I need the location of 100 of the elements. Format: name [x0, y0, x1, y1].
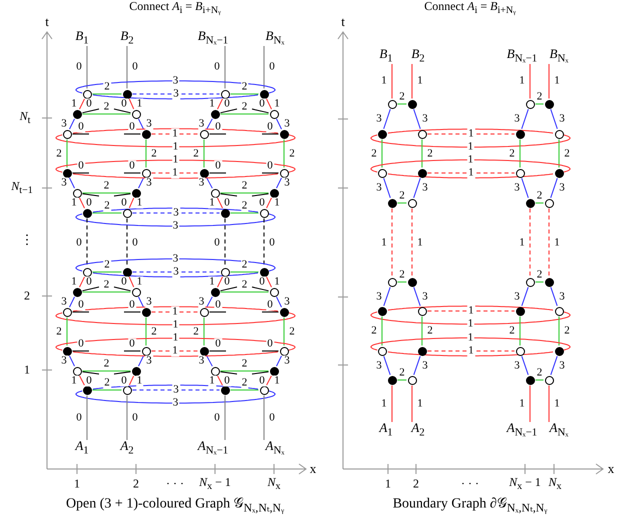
loop-edge-ellipse: [370, 159, 570, 178]
open-vertex: [388, 278, 396, 286]
filled-vertex: [132, 366, 140, 376]
open-vertex: [516, 168, 524, 178]
edge-line: [521, 108, 529, 130]
dashed-edge-line: [548, 208, 550, 277]
open-vertex: [62, 130, 72, 138]
half-edge-line: [114, 108, 132, 114]
edge-label: 2: [102, 102, 110, 112]
half-edge-line: [252, 193, 270, 196]
edge-label: 0: [131, 62, 139, 73]
open-vertex: [516, 346, 524, 356]
edge-label: 0: [75, 237, 83, 248]
loop-edge-ellipse: [370, 128, 570, 148]
edge-label: 2: [240, 358, 248, 370]
edge-label: 2: [102, 358, 110, 370]
edge-line: [383, 286, 391, 306]
filled-vertex: [388, 376, 396, 384]
edge-label: 0: [75, 412, 83, 424]
edge-label: 3: [558, 291, 566, 302]
edge-label: 1: [70, 98, 78, 110]
half-edge-line: [209, 350, 226, 352]
tick-label: ⋮: [20, 232, 34, 248]
edge-line: [276, 355, 282, 367]
edge-line: [276, 177, 282, 189]
half-edge-line: [124, 350, 141, 352]
edge-line: [206, 296, 213, 308]
boundary-label: B$_{1}$: [75, 28, 89, 48]
open-vertex: [408, 376, 416, 384]
edge-label: 2: [103, 200, 111, 212]
filled-vertex: [516, 306, 524, 316]
edge-line: [550, 356, 558, 376]
filled-vertex: [554, 168, 564, 178]
edge-label: 1: [208, 276, 216, 288]
edge-label: 0: [214, 338, 222, 350]
edge-label: 2: [563, 148, 571, 159]
edge-label: 2: [150, 148, 158, 159]
edge-line: [558, 139, 560, 168]
edge-label: 1: [466, 332, 474, 344]
filled-vertex: [62, 346, 72, 356]
edge-line: [206, 118, 213, 130]
loop-edge-ellipse: [76, 384, 276, 404]
edge-label: 0: [85, 276, 93, 288]
edge-label: 3: [558, 360, 566, 371]
edge-label: 0: [266, 160, 274, 172]
open-vertex: [544, 198, 554, 208]
edge-label: 0: [77, 338, 85, 350]
edge-label: 0: [213, 62, 221, 73]
edge-line: [92, 212, 122, 214]
edge-label: 2: [536, 270, 544, 280]
half-edge-line: [72, 172, 90, 174]
edge-label: 3: [421, 182, 429, 194]
edge-label: 1: [136, 276, 144, 288]
boundary-label: A$_{1}$: [379, 420, 393, 440]
tick-label: 1: [74, 477, 80, 491]
filled-vertex: [544, 278, 554, 286]
loop-edge-ellipse: [55, 160, 296, 179]
edge-label: 1: [467, 128, 475, 140]
filled-vertex: [544, 100, 554, 108]
edge-label: 0: [128, 338, 136, 350]
tick-label: · · ·: [461, 477, 479, 491]
tick-label: 1: [24, 363, 30, 377]
open-vertex: [270, 288, 278, 296]
open-vertex: [210, 366, 220, 376]
open-vertex: [220, 268, 230, 276]
half-edge-line: [82, 193, 100, 196]
edge-label: 1: [553, 237, 561, 248]
edge-label: 0: [128, 122, 136, 132]
edge-label: 1: [70, 276, 78, 288]
boundary-label: A$_{Nₓ−1}$: [506, 420, 538, 440]
edge-line: [79, 98, 85, 110]
edge-label: 2: [192, 326, 200, 337]
open-vertex: [82, 268, 92, 276]
edge-label: 3: [283, 178, 291, 188]
edge-label: 0: [213, 412, 221, 424]
loop-edge-ellipse: [55, 338, 296, 357]
filled-vertex: [260, 268, 268, 276]
edge-line: [383, 108, 391, 130]
edge-label: 3: [60, 178, 68, 188]
edge-line: [79, 197, 85, 209]
filled-vertex: [280, 130, 288, 138]
open-vertex: [418, 306, 426, 316]
axis-label: t: [341, 14, 345, 30]
filled-vertex: [554, 346, 564, 356]
edge-label: 0: [120, 276, 128, 288]
edge-line: [66, 317, 68, 346]
open-vertex: [280, 346, 288, 356]
half-edge-line: [82, 286, 100, 292]
tick-label: 1: [385, 477, 391, 491]
edge-line: [558, 316, 560, 346]
filled-vertex: [72, 288, 82, 296]
half-edge-line: [114, 193, 132, 196]
edge-label: 3: [283, 356, 291, 366]
half-edge-line: [262, 172, 279, 174]
edge-label: 1: [172, 319, 180, 330]
edge-label: 0: [214, 122, 222, 132]
edge-line: [548, 385, 550, 422]
filled-vertex: [122, 90, 132, 98]
edge-line: [224, 46, 226, 89]
axis-label: x: [608, 462, 614, 476]
